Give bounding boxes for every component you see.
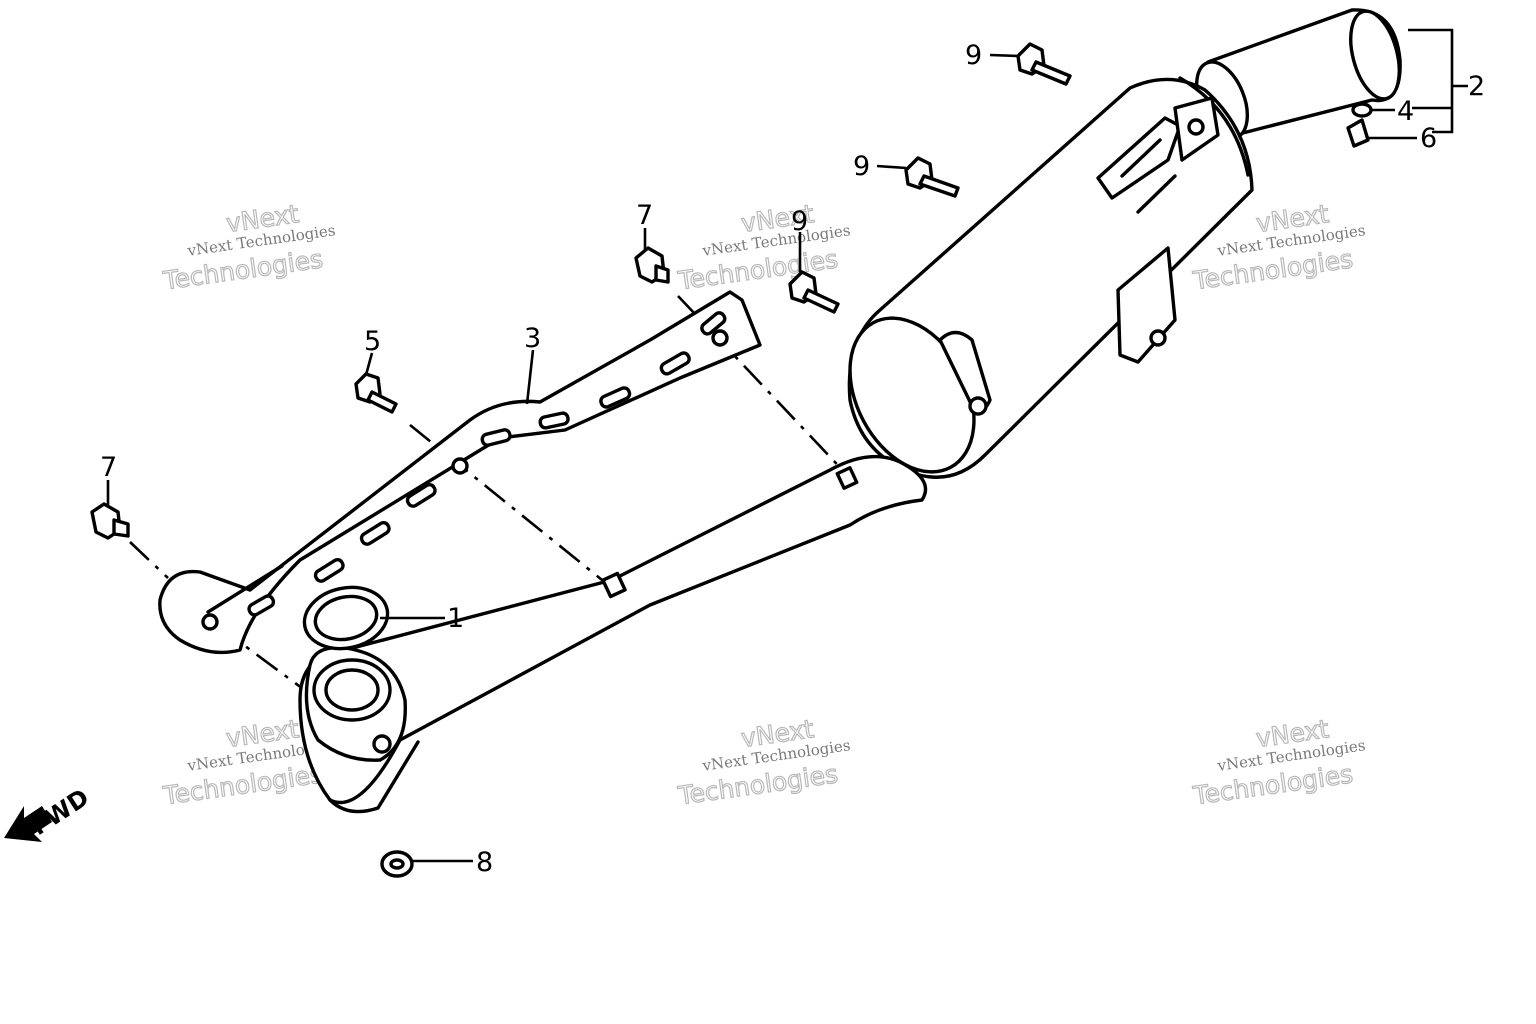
nut-8-hole xyxy=(389,858,405,870)
protector-slot xyxy=(659,351,691,376)
fwd-arrow-icon xyxy=(4,806,52,842)
exhaust-pipe-lower-bend xyxy=(328,740,420,814)
bracket-arm xyxy=(1136,174,1177,214)
bolt-9-middle xyxy=(904,156,960,198)
callout-9-lower: 9 xyxy=(791,206,808,237)
protector-inner-edge-front xyxy=(206,564,284,614)
protector-slot xyxy=(405,483,437,508)
bolt-5 xyxy=(354,372,398,414)
fwd-label: FWD xyxy=(26,783,94,841)
callout-7-upper: 7 xyxy=(636,200,653,231)
protector-mount-hole-rear xyxy=(711,329,729,347)
callout-9-top: 9 xyxy=(965,40,982,71)
protector-slot xyxy=(480,428,512,447)
callout-2: 2 xyxy=(1468,71,1485,102)
flange-stud-hole xyxy=(372,734,392,754)
nut-8 xyxy=(380,850,414,878)
tailpipe-end-cap xyxy=(1349,9,1401,101)
clamp-bolt xyxy=(968,396,988,416)
watermark-1: vNext vNext Technologies Technologies xyxy=(160,199,336,297)
assembly-line-nut-7-left xyxy=(129,541,169,579)
nut-collar xyxy=(654,264,670,284)
part-6-bolt xyxy=(1346,118,1370,148)
callout-7-left: 7 xyxy=(100,452,117,483)
protector-slot xyxy=(247,594,276,617)
leader-3 xyxy=(525,349,535,405)
leader-5 xyxy=(364,352,374,376)
callout-1: 1 xyxy=(447,603,464,634)
watermark-3: vNext vNext Technologies Technologies xyxy=(1190,199,1366,297)
bolt-shank xyxy=(802,288,840,314)
watermark-2: vNext vNext Technologies Technologies xyxy=(675,199,851,297)
callout-bracket-2 xyxy=(1408,28,1468,134)
protector-slot xyxy=(313,558,345,583)
bolt-shank xyxy=(366,390,398,414)
watermark-5: vNext vNext Technologies Technologies xyxy=(675,714,851,812)
bracket-rib xyxy=(1120,138,1162,178)
callout-labels: 1 2 3 4 5 6 7 7 8 9 9 9 xyxy=(100,40,1485,878)
heat-protector xyxy=(158,290,762,655)
part-4-washer xyxy=(1351,102,1373,118)
watermark-6: vNext vNext Technologies Technologies xyxy=(1190,714,1366,812)
callout-9-middle: 9 xyxy=(853,151,870,182)
callout-3: 3 xyxy=(524,323,541,354)
bolt-9-lower xyxy=(788,270,840,314)
assembly-line-bolt-5 xyxy=(409,423,613,590)
heat-protector-body xyxy=(158,290,762,655)
fasteners xyxy=(90,42,1072,878)
callout-6: 6 xyxy=(1420,123,1437,154)
leader-9-middle xyxy=(876,164,907,170)
bolt-9-top xyxy=(1016,42,1072,86)
mount-tab-hole xyxy=(1149,329,1167,347)
exhaust-pipe xyxy=(298,454,928,814)
leader-lines xyxy=(106,28,1468,863)
nut-collar xyxy=(112,518,130,538)
nut-7-left xyxy=(90,502,130,540)
forward-indicator: FWD xyxy=(4,783,94,842)
protector-slot xyxy=(538,411,570,430)
pipe-mount-stub-front xyxy=(601,571,627,599)
callout-4: 4 xyxy=(1397,96,1414,127)
nut-7-upper xyxy=(634,246,670,284)
bracket-bolt-hole xyxy=(1187,118,1205,136)
bolt-shank xyxy=(1030,60,1072,86)
protector-mount-hole-middle xyxy=(451,457,469,475)
leader-9-top xyxy=(989,53,1019,58)
assembly-line-upper-mount xyxy=(677,295,851,479)
protector-slots xyxy=(247,311,727,617)
protector-mount-hole-front xyxy=(201,613,219,631)
exhaust-gasket xyxy=(302,585,390,651)
gasket-inner xyxy=(313,594,379,642)
pipe-mount-stub-rear xyxy=(835,466,859,490)
bolt-shank xyxy=(918,174,960,198)
muffler xyxy=(847,8,1402,479)
protector-slot xyxy=(700,311,727,336)
flange-port-inner xyxy=(324,668,380,712)
muffler-body-edge xyxy=(1178,76,1250,177)
callout-8: 8 xyxy=(476,847,493,878)
protector-slot xyxy=(359,521,391,546)
callout-5: 5 xyxy=(364,326,381,357)
protector-slot xyxy=(599,386,632,409)
